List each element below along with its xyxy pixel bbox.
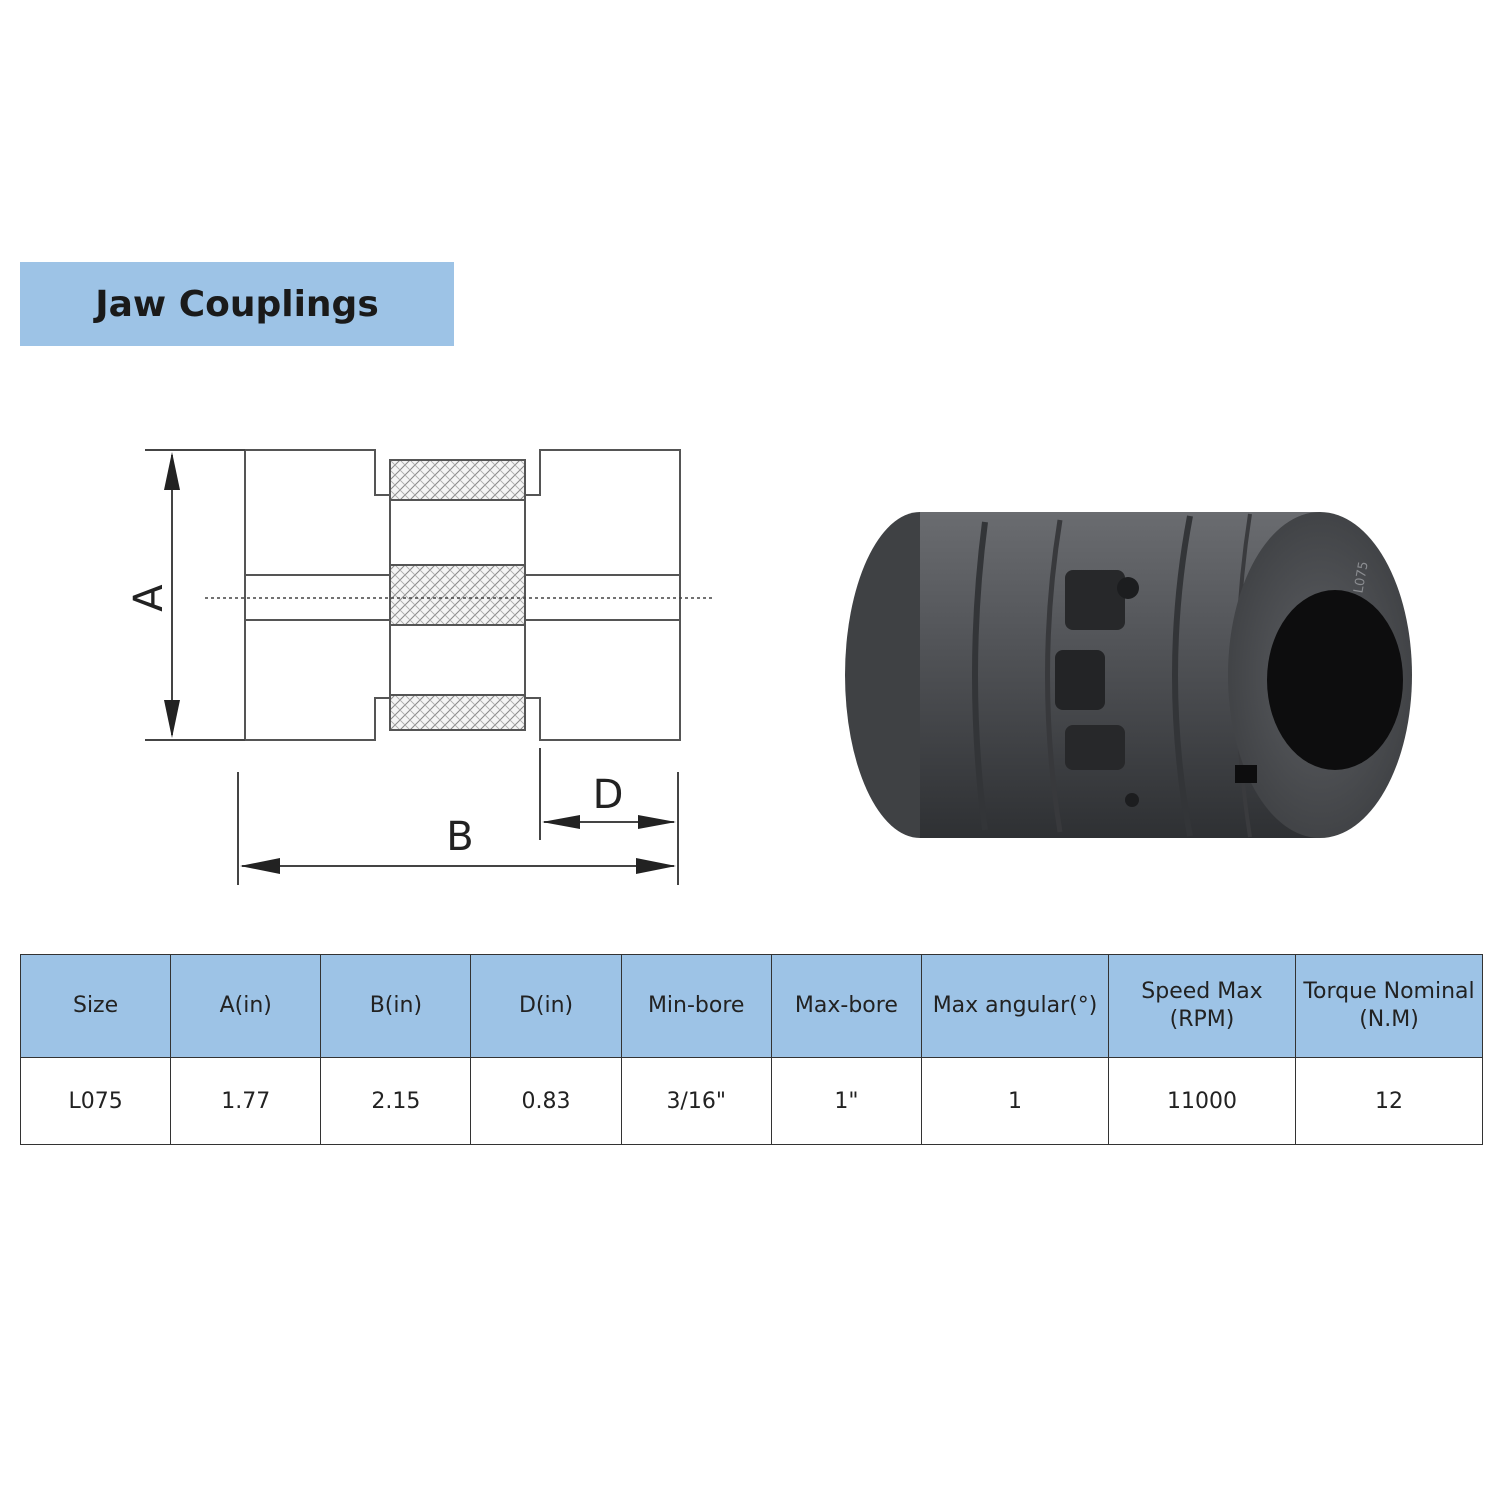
dimension-label-a: A (126, 584, 172, 612)
table-header-row: Size A(in) B(in) D(in) Min-bore Max-bore… (19, 954, 1483, 1058)
table-row: L075 1.77 2.15 0.83 3/16" 1" 1 11000 12 (19, 1057, 1483, 1145)
cell-b: 2.15 (320, 1057, 472, 1145)
part-engraving: L075 (1351, 560, 1371, 594)
cell-max-angular: 1 (921, 1057, 1109, 1145)
cell-torque-nominal: 12 (1295, 1057, 1483, 1145)
header-max-angular: Max angular(°) (921, 954, 1109, 1058)
header-min-bore: Min-bore (620, 954, 772, 1058)
cell-speed-max: 11000 (1108, 1057, 1296, 1145)
title-banner: Jaw Couplings (20, 262, 454, 346)
spec-table: Size A(in) B(in) D(in) Min-bore Max-bore… (19, 954, 1483, 1145)
header-size: Size (19, 954, 172, 1058)
dimension-label-d: D (593, 772, 624, 818)
spider-hatch (389, 459, 526, 731)
header-speed-max: Speed Max (RPM) (1108, 954, 1296, 1058)
header-torque-nominal: Torque Nominal (N.M) (1295, 954, 1483, 1058)
cell-size: L075 (19, 1057, 172, 1145)
header-a: A(in) (170, 954, 322, 1058)
coupling-dimension-diagram: A B D (126, 449, 712, 885)
page-title: Jaw Couplings (95, 283, 379, 325)
header-b: B(in) (320, 954, 472, 1058)
cell-min-bore: 3/16" (620, 1057, 772, 1145)
cell-max-bore: 1" (770, 1057, 923, 1145)
header-d: D(in) (470, 954, 622, 1058)
cell-d: 0.83 (470, 1057, 622, 1145)
dimension-label-b: B (446, 814, 473, 860)
coupling-product-photo: L075 (845, 512, 1412, 838)
cell-a: 1.77 (170, 1057, 322, 1145)
header-max-bore: Max-bore (770, 954, 923, 1058)
